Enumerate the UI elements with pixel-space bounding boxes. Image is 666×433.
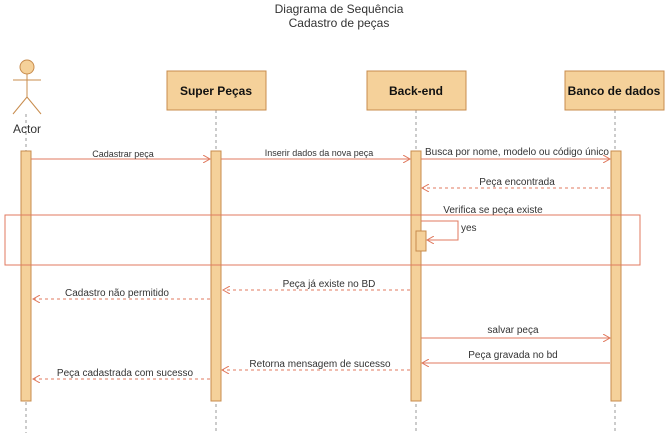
actor-activation xyxy=(20,150,32,402)
msg-cadastro-nao-permitido: Cadastro não permitido xyxy=(65,288,169,299)
super-pecas-activation xyxy=(210,150,222,402)
msg-cadastrar-peca: Cadastrar peça xyxy=(92,149,154,159)
msg-peca-cadastrada: Peça cadastrada com sucesso xyxy=(57,368,194,379)
msg-inserir-dados: Inserir dados da nova peça xyxy=(265,148,374,158)
diagram-title-line2: Cadastro de peças xyxy=(289,16,390,30)
verification-frame xyxy=(4,214,641,266)
msg-verifica: Verifica se peça existe xyxy=(443,205,543,216)
super-pecas-box xyxy=(166,70,267,111)
backend-activation xyxy=(410,150,422,402)
actor-label: Actor xyxy=(13,122,41,136)
database-box xyxy=(564,70,665,111)
backend-box xyxy=(366,70,467,111)
msg-peca-ja-existe: Peça já existe no BD xyxy=(283,279,376,290)
msg-peca-encontrada: Peça encontrada xyxy=(479,177,555,188)
msg-retorna-mensagem: Retorna mensagem de sucesso xyxy=(249,359,391,370)
backend-self-activation xyxy=(415,230,427,252)
msg-verifica-self-arrow xyxy=(421,220,459,240)
msg-peca-gravada: Peça gravada no bd xyxy=(468,350,558,361)
database-activation xyxy=(610,150,622,402)
msg-yes: yes xyxy=(461,223,477,234)
diagram-title-line1: Diagrama de Sequência xyxy=(275,2,404,16)
backend-label: Back-end xyxy=(389,84,443,98)
msg-salvar-peca: salvar peça xyxy=(487,325,539,336)
actor-icon xyxy=(12,59,42,115)
super-pecas-label: Super Peças xyxy=(180,84,252,98)
msg-busca: Busca por nome, modelo ou código único xyxy=(425,147,609,158)
database-label: Banco de dados xyxy=(568,84,661,98)
